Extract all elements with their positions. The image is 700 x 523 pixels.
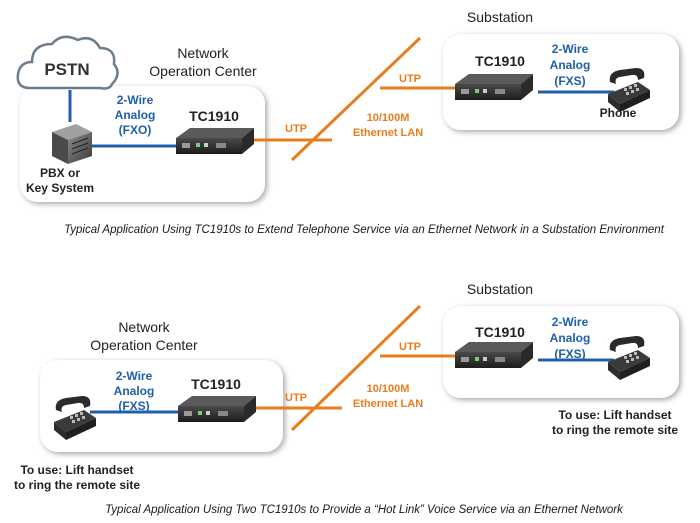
link-left-2-line3: (FXS) bbox=[118, 399, 149, 413]
link-right-line2: Analog bbox=[550, 58, 591, 72]
link-right-2-line1: 2-Wire bbox=[552, 315, 589, 329]
noc-box-2 bbox=[40, 360, 283, 452]
tc1910-device-left-2-icon bbox=[178, 396, 256, 422]
tc1910-device-right-2-icon bbox=[455, 342, 533, 368]
utp-right-2-label: UTP bbox=[399, 341, 421, 353]
note-right-line1: To use: Lift handset bbox=[558, 408, 671, 422]
tc1910-device-right-icon bbox=[455, 74, 533, 100]
utp-left-2-label: UTP bbox=[285, 392, 307, 404]
link-left-line1: 2-Wire bbox=[117, 93, 154, 107]
noc-title-2-line1: Network bbox=[118, 319, 170, 335]
pbx-label-line1: PBX or bbox=[40, 166, 80, 180]
tc1910-device-left-icon bbox=[176, 128, 254, 154]
pbx-icon bbox=[52, 124, 92, 164]
link-left-2-line1: 2-Wire bbox=[116, 369, 153, 383]
note-left-line1: To use: Lift handset bbox=[20, 463, 133, 477]
link-right-line1: 2-Wire bbox=[552, 42, 589, 56]
phone-label: Phone bbox=[600, 106, 637, 120]
link-right-2-line2: Analog bbox=[550, 331, 591, 345]
lan-2-line1: 10/100M bbox=[367, 383, 410, 395]
caption-1: Typical Application Using TC1910s to Ext… bbox=[64, 224, 665, 236]
diagram-1: PSTN Network Operation Center bbox=[16, 9, 679, 236]
caption-2: Typical Application Using Two TC1910s to… bbox=[105, 504, 624, 516]
utp-left-label: UTP bbox=[285, 123, 307, 135]
device-left-2-label: TC1910 bbox=[191, 376, 241, 392]
device-right-2-label: TC1910 bbox=[475, 324, 525, 340]
lan-label-line1: 10/100M bbox=[367, 112, 410, 124]
utp-right-label: UTP bbox=[399, 73, 421, 85]
lan-label-line2: Ethernet LAN bbox=[353, 127, 423, 139]
link-right-2-line3: (FXS) bbox=[554, 347, 585, 361]
substation-title-2: Substation bbox=[467, 281, 533, 297]
noc-title-line1: Network bbox=[177, 45, 229, 61]
device-left-label: TC1910 bbox=[189, 108, 239, 124]
link-left-line2: Analog bbox=[115, 108, 156, 122]
note-left-line2: to ring the remote site bbox=[14, 478, 140, 492]
link-left-line3: (FXO) bbox=[119, 123, 152, 137]
lan-2-line2: Ethernet LAN bbox=[353, 398, 423, 410]
link-left-2-line2: Analog bbox=[114, 384, 155, 398]
noc-box bbox=[20, 86, 265, 202]
diagram-2: Network Operation Center 2-Wire Analog (… bbox=[14, 281, 679, 516]
noc-title-line2: Operation Center bbox=[149, 63, 257, 79]
note-right-line2: to ring the remote site bbox=[552, 423, 678, 437]
substation-title: Substation bbox=[467, 9, 533, 25]
pbx-label-line2: Key System bbox=[26, 181, 94, 195]
device-right-label: TC1910 bbox=[475, 53, 525, 69]
pstn-label: PSTN bbox=[44, 60, 89, 79]
link-right-line3: (FXS) bbox=[554, 74, 585, 88]
pstn-cloud-icon bbox=[16, 35, 119, 90]
noc-title-2-line2: Operation Center bbox=[90, 337, 198, 353]
ethernet-lan-line bbox=[290, 36, 422, 162]
ethernet-lan-line-2 bbox=[290, 304, 422, 432]
